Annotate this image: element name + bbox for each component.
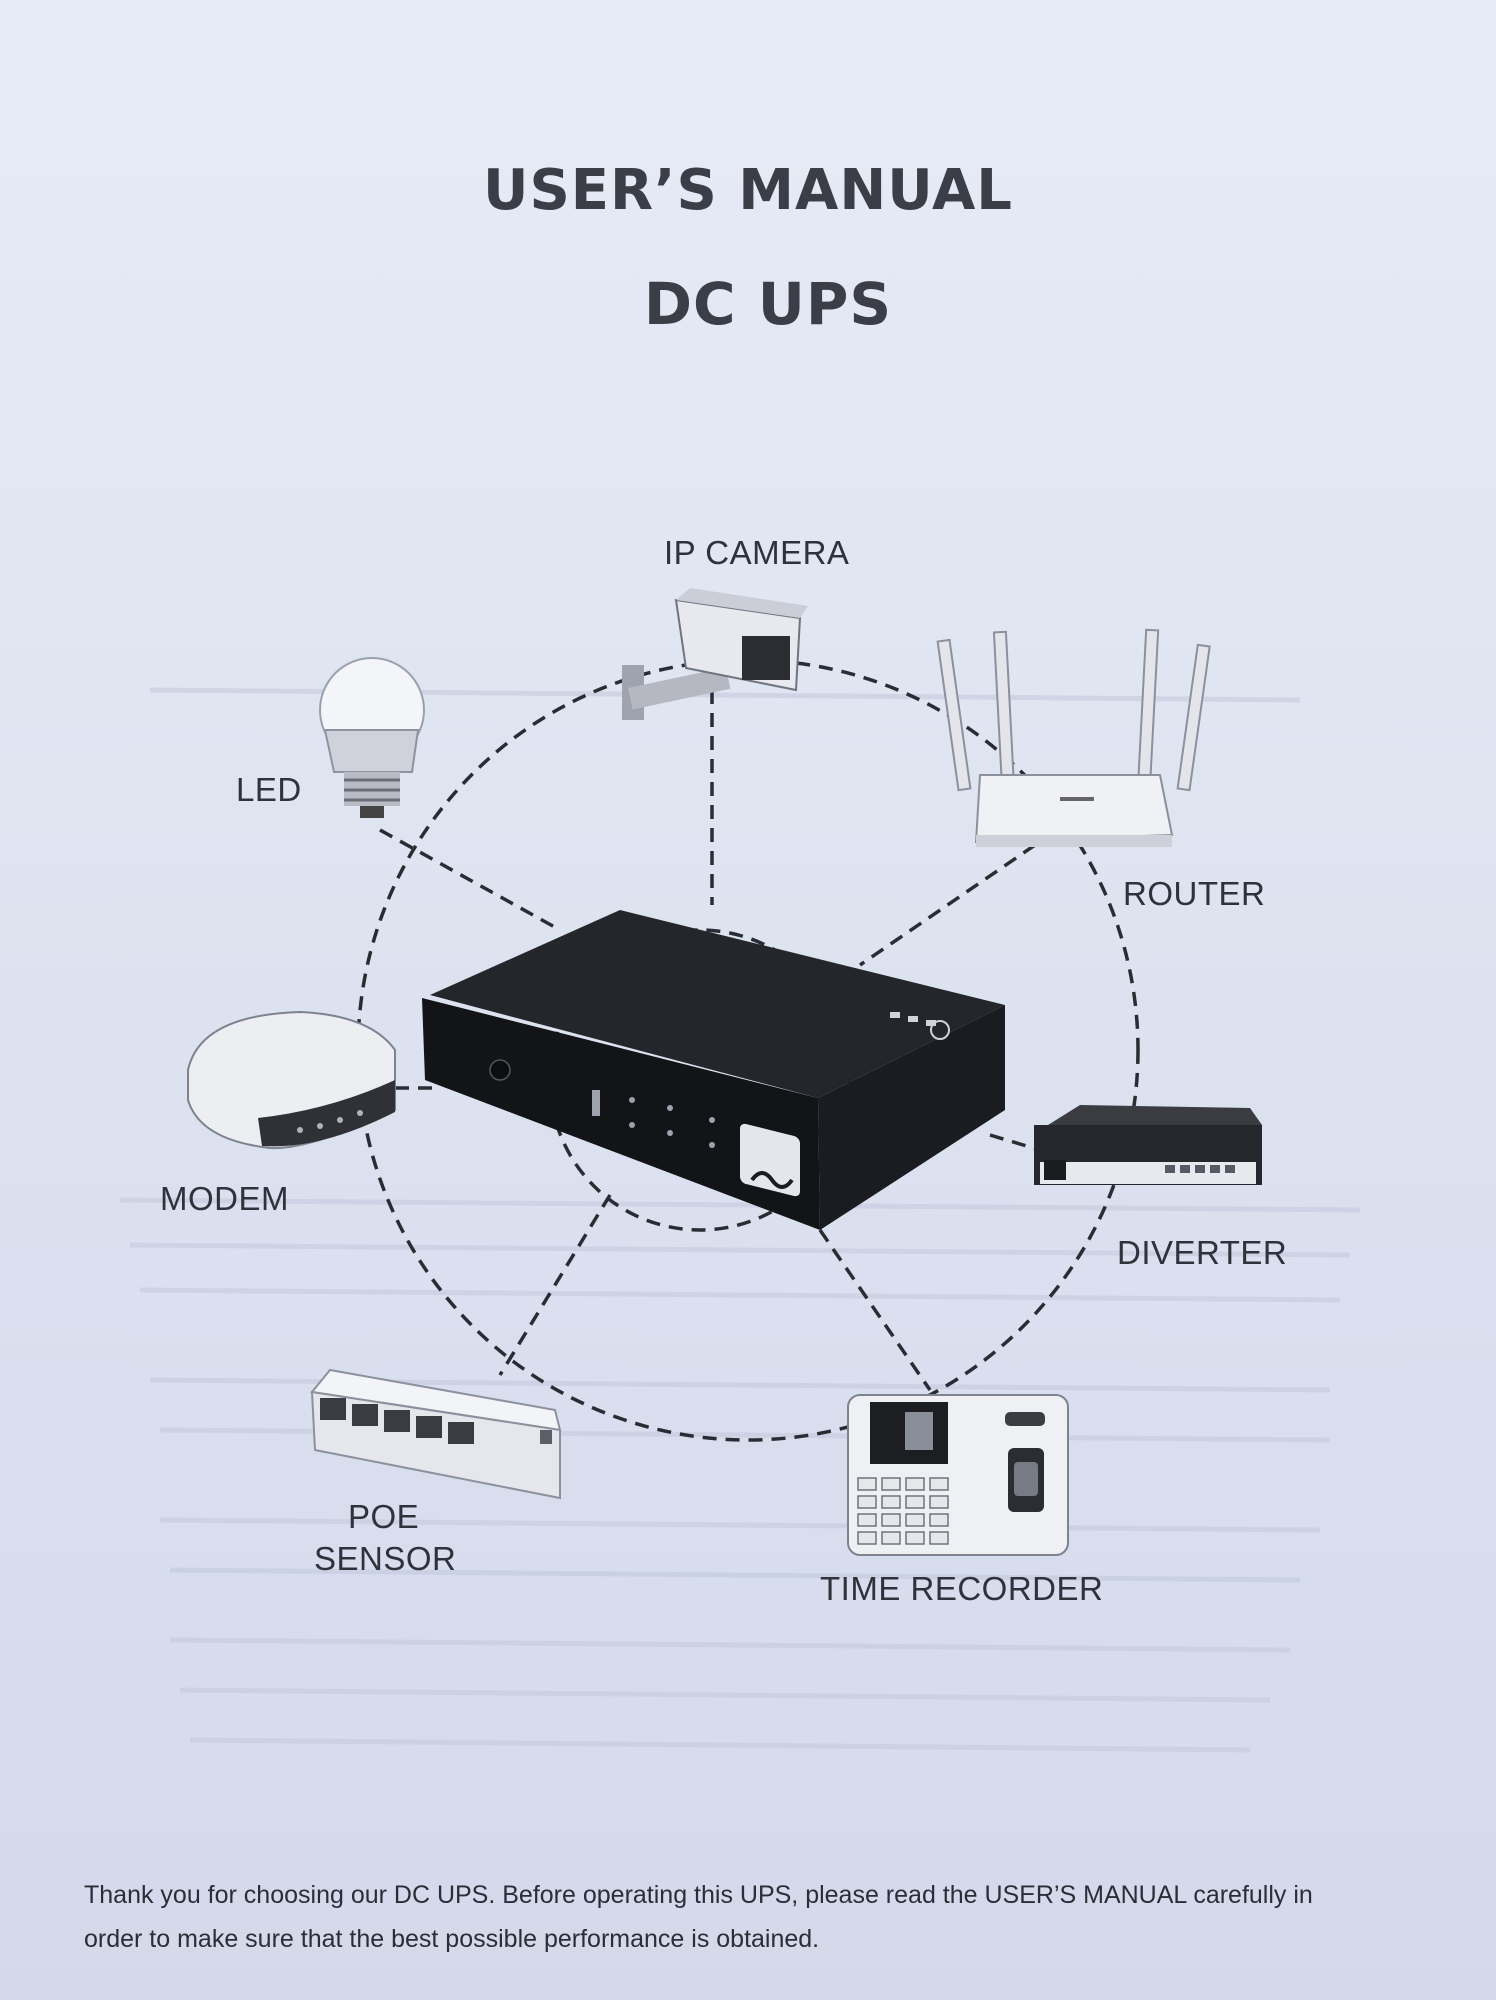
- node-label-modem: MODEM: [160, 1180, 289, 1217]
- spoke-led: [379, 828, 561, 932]
- node-label-ip-camera: IP CAMERA: [664, 534, 850, 571]
- network-diverter-icon: [1034, 1105, 1262, 1185]
- dc-ups-unit: [422, 910, 1005, 1230]
- node-label-diverter: DIVERTER: [1117, 1234, 1288, 1271]
- security-camera-icon: [622, 588, 808, 720]
- product-title: DC UPS: [643, 270, 893, 338]
- spoke-router: [859, 843, 1036, 967]
- manual-title: USER’S MANUAL: [483, 158, 1013, 223]
- intro-line-1: Thank you for choosing our DC UPS. Befor…: [84, 1881, 1313, 1909]
- intro-line-2: order to make sure that the best possibl…: [84, 1925, 820, 1953]
- spoke-poe: [498, 1194, 612, 1376]
- node-label-router: ROUTER: [1123, 875, 1266, 912]
- modem-icon: [187, 1010, 396, 1150]
- node-label-sensor: SENSOR: [314, 1540, 457, 1577]
- wifi-router-icon: [936, 628, 1211, 847]
- node-label-led: LED: [236, 771, 302, 808]
- node-label-poe: POE: [348, 1498, 420, 1535]
- intro-paragraph: Thank you for choosing our DC UPS. Befor…: [84, 1873, 1424, 1961]
- spoke-diverter: [989, 1133, 1041, 1152]
- spoke-time: [818, 1229, 932, 1391]
- led-bulb-icon: [319, 657, 425, 818]
- node-label-time-recorder: TIME RECORDER: [820, 1570, 1104, 1607]
- network-switch-icon: [310, 1368, 562, 1500]
- connection-diagram: [187, 588, 1262, 1556]
- fingerprint-terminal-icon: [847, 1394, 1069, 1556]
